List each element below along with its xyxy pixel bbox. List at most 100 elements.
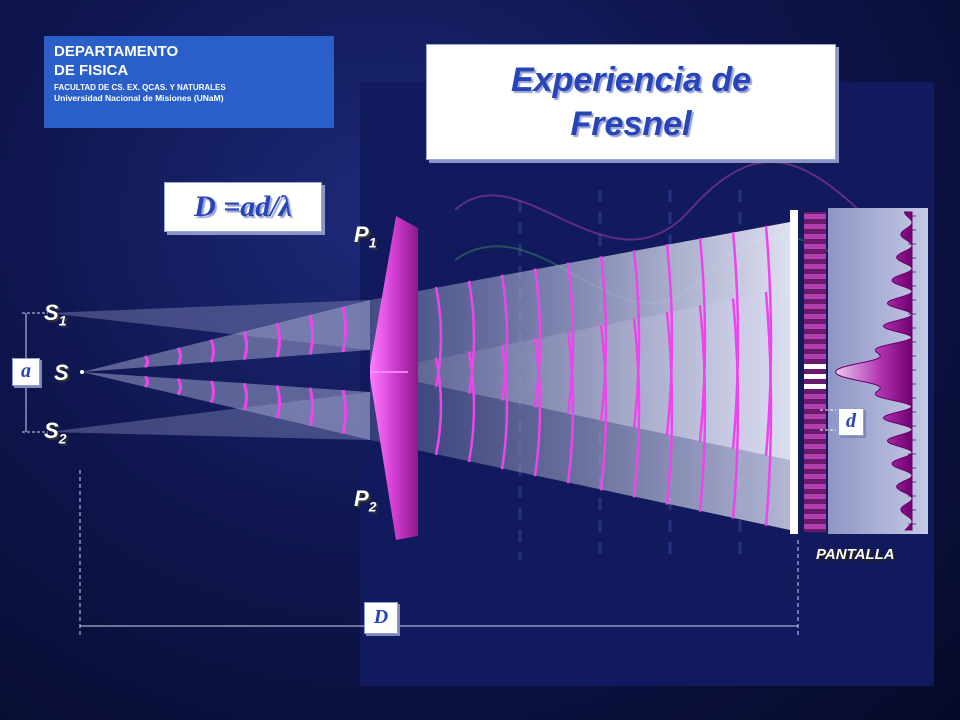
fringe-arc: [176, 347, 182, 366]
screen-stripe: [804, 274, 826, 279]
fringe-arc: [341, 306, 347, 353]
label-d: d: [838, 408, 864, 436]
department-faculty: FACULTAD DE CS. EX. QCAS. Y NATURALES: [54, 83, 226, 92]
screen-stripe: [804, 264, 826, 269]
label-s2: S2: [44, 418, 66, 446]
screen-stripe: [804, 414, 826, 419]
label-p2-sub: 2: [368, 498, 377, 515]
fringe-arc: [599, 324, 608, 491]
screen-stripe: [804, 374, 826, 379]
source-s-point: [80, 370, 84, 374]
screen-stripe: [804, 314, 826, 319]
screen-stripe: [804, 294, 826, 299]
screen-stripe: [804, 474, 826, 479]
fringe-arc: [308, 314, 314, 355]
wavefront-fringes: [143, 225, 773, 526]
label-s1-main: S: [44, 300, 59, 325]
fringe-arc: [467, 351, 476, 463]
fringe-arc: [209, 380, 215, 404]
screen-stripe: [804, 384, 826, 389]
background-wave-1: [454, 161, 901, 251]
fringe-arc: [242, 382, 248, 411]
D-distance-lines: [79, 470, 799, 636]
title-box: Experiencia de Fresnel: [426, 44, 836, 160]
fringe-arc: [308, 387, 314, 427]
label-p2-main: P: [354, 486, 369, 511]
label-D: D: [364, 602, 398, 634]
page-title: Experiencia de Fresnel: [510, 61, 751, 143]
fringe-arc: [698, 237, 707, 443]
intensity-profile: [835, 211, 913, 531]
fresnel-biprism: [370, 216, 418, 540]
screen-fringe-pattern: [804, 212, 826, 532]
label-p1: P1: [354, 222, 376, 250]
screen-stripe: [804, 284, 826, 289]
fringe-arc: [533, 268, 542, 408]
fringe-arc: [698, 305, 707, 512]
formula-box: D =ad/λ: [164, 182, 322, 232]
fringe-arc: [209, 339, 215, 363]
screen-stripe: [804, 424, 826, 429]
incident-beam-lower: [82, 372, 370, 440]
fringe-arc: [764, 225, 773, 456]
fringe-arc: [632, 318, 641, 498]
screen-stripe: [804, 514, 826, 519]
fringe-arc: [500, 344, 509, 470]
fringe-arc: [242, 330, 248, 361]
screen-stripe: [804, 254, 826, 259]
screen-plate: [790, 210, 798, 534]
fringe-arc: [275, 322, 281, 358]
label-p1-sub: 1: [368, 234, 377, 251]
screen-stripe: [804, 444, 826, 449]
screen-stripe: [804, 364, 826, 369]
virtual-beam-s2: [48, 392, 370, 440]
fringe-arc: [632, 250, 641, 429]
label-p2: P2: [354, 486, 376, 514]
d-spacing-lines: [820, 409, 836, 431]
fringe-arc: [500, 274, 509, 401]
department-line1: DEPARTAMENTO: [54, 43, 179, 60]
screen-stripe: [804, 524, 826, 529]
department-university: Universidad Nacional de Misiones (UNaM): [54, 93, 224, 103]
screen-stripe: [804, 304, 826, 309]
refracted-beam-lower: [370, 288, 790, 530]
fringe-arc: [731, 231, 740, 450]
label-s1: S1: [44, 300, 66, 328]
screen-stripe: [804, 224, 826, 229]
fringe-arc: [665, 243, 674, 436]
screen-stripe: [804, 404, 826, 409]
label-s2-sub: 2: [58, 430, 67, 447]
label-p1-main: P: [354, 222, 369, 247]
fringe-arc: [764, 291, 773, 526]
fringe-arc: [434, 357, 443, 456]
screen-stripe: [804, 434, 826, 439]
screen-stripe: [804, 214, 826, 219]
incident-beam-upper: [82, 300, 370, 372]
screen-stripe: [804, 504, 826, 509]
fringe-arc: [731, 298, 740, 519]
label-a: a: [12, 358, 40, 386]
screen-stripe: [804, 354, 826, 359]
fringe-arc: [467, 280, 476, 394]
screen-stripe: [804, 484, 826, 489]
screen-stripe: [804, 324, 826, 329]
screen-stripe: [804, 334, 826, 339]
screen-stripe: [804, 464, 826, 469]
fringe-arc: [566, 331, 575, 484]
screen-stripe-bg: [804, 212, 826, 532]
label-pantalla: PANTALLA: [816, 546, 895, 563]
label-s: S: [54, 360, 69, 385]
screen-stripe: [804, 494, 826, 499]
fringe-arc: [599, 256, 608, 422]
virtual-beam-s1: [48, 300, 370, 350]
fringe-arc: [143, 375, 149, 388]
label-s2-main: S: [44, 418, 59, 443]
screen-stripe: [804, 454, 826, 459]
screen-stripe: [804, 234, 826, 239]
fringe-arc: [176, 377, 182, 396]
fringe-arc: [566, 262, 575, 415]
screen-stripe: [804, 344, 826, 349]
screen-stripe: [804, 394, 826, 399]
fringe-arc: [341, 389, 347, 434]
